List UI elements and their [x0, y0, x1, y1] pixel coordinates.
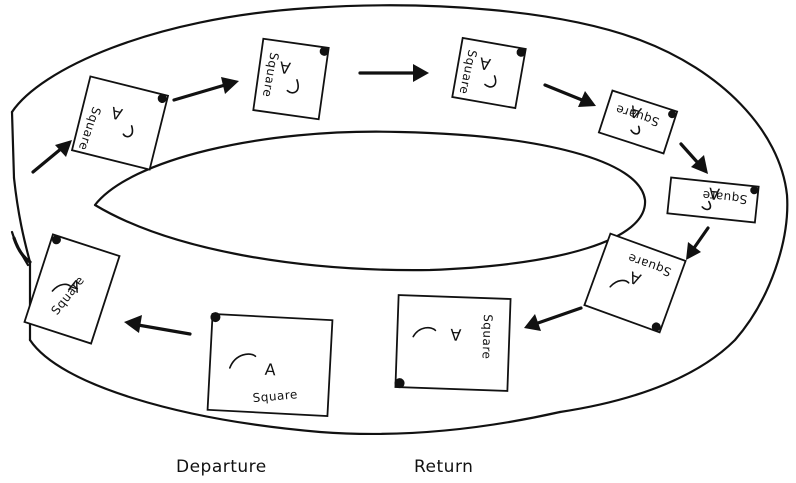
- card-letter: A: [450, 325, 462, 344]
- card-letter: A: [264, 360, 276, 380]
- card-letter: A: [278, 57, 292, 77]
- arrow-icon: [31, 140, 72, 174]
- arrow-icon: [172, 77, 239, 102]
- card-top-center: A Square: [252, 37, 330, 121]
- card-letter: A: [708, 184, 721, 204]
- arrow-icon: [543, 83, 596, 107]
- card-word: Square: [701, 188, 747, 207]
- card-right-lower: A Square: [583, 232, 687, 334]
- card-left-upper: A Square: [70, 75, 170, 171]
- card-departure: A Square: [206, 312, 334, 418]
- caption-return: Return: [414, 457, 474, 477]
- card-right-upper: A Square: [597, 89, 679, 155]
- card-top-right: A Square: [451, 36, 527, 110]
- caption-departure: Departure: [176, 457, 267, 477]
- arrow-icon: [12, 236, 32, 264]
- card-return: A Square: [394, 294, 512, 392]
- card-letter: A: [109, 103, 124, 124]
- direction-arrows: [12, 64, 710, 336]
- mobius-band: [10, 4, 789, 436]
- card-word: Square: [252, 387, 298, 405]
- card-left-lower: A Square: [23, 233, 121, 345]
- card-word: Square: [479, 314, 495, 360]
- arrow-icon: [524, 306, 583, 331]
- arrow-icon: [679, 142, 708, 174]
- card-letter: A: [478, 53, 492, 74]
- arrow-icon: [686, 226, 710, 260]
- arrow-icon: [358, 64, 429, 82]
- arrow-icon: [124, 315, 192, 336]
- card-right-middle: A Square: [666, 176, 760, 224]
